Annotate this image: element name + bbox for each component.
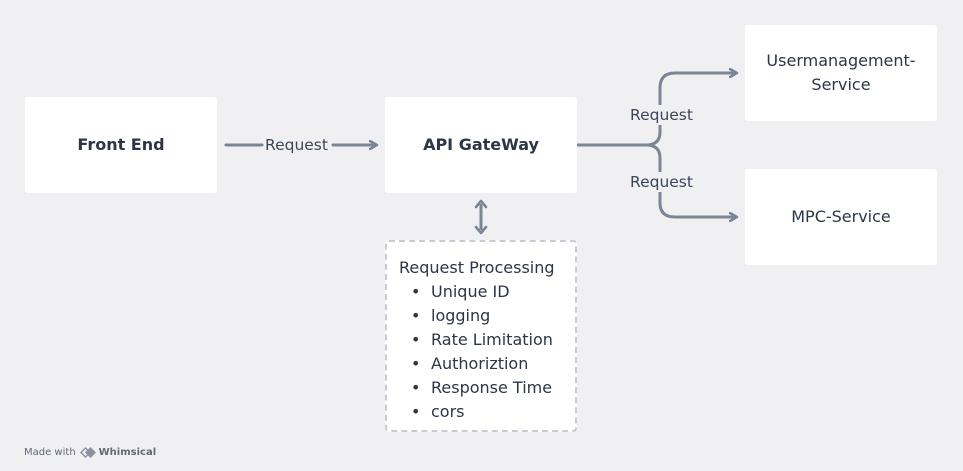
whimsical-brand: Whimsical [98, 447, 157, 458]
request-processing-box[interactable]: Request Processing •Unique ID •logging •… [385, 240, 577, 432]
mpc-service-label: MPC-Service [791, 207, 891, 226]
made-with-footer[interactable]: Made with Whimsical [24, 447, 156, 458]
api-gateway-node[interactable]: API GateWay [385, 97, 577, 193]
edge-label-frontend-gateway: Request [264, 135, 329, 155]
whimsical-logo-icon [79, 447, 96, 458]
usermanagement-label-line2: Service [811, 75, 871, 94]
edge-gateway-processing-arrow-up [474, 199, 488, 209]
list-item: •Unique ID [411, 282, 510, 301]
front-end-node[interactable]: Front End [25, 97, 217, 193]
list-item: •logging [411, 306, 491, 325]
mpc-service-node[interactable]: MPC-Service [745, 169, 937, 265]
edge-gateway-usermanagement [644, 73, 736, 147]
edge-gateway-processing-arrow-down [474, 225, 488, 235]
edge-label-gateway-usermanagement: Request [629, 105, 694, 125]
edge-gateway-mpc [644, 143, 736, 217]
list-item: •Response Time [411, 378, 553, 397]
made-with-label: Made with [24, 447, 76, 458]
usermanagement-label-line1: Usermanagement- [766, 51, 916, 70]
api-gateway-label: API GateWay [423, 135, 539, 154]
list-item: •Rate Limitation [411, 330, 553, 349]
usermanagement-service-node[interactable]: Usermanagement- Service [745, 25, 937, 121]
list-item: •cors [411, 402, 465, 421]
request-processing-list: •Unique ID •logging •Rate Limitation •Au… [399, 280, 575, 424]
list-item: •Authoriztion [411, 354, 529, 373]
request-processing-title: Request Processing [399, 258, 555, 277]
front-end-label: Front End [77, 135, 165, 154]
edge-label-gateway-mpc: Request [629, 172, 694, 192]
